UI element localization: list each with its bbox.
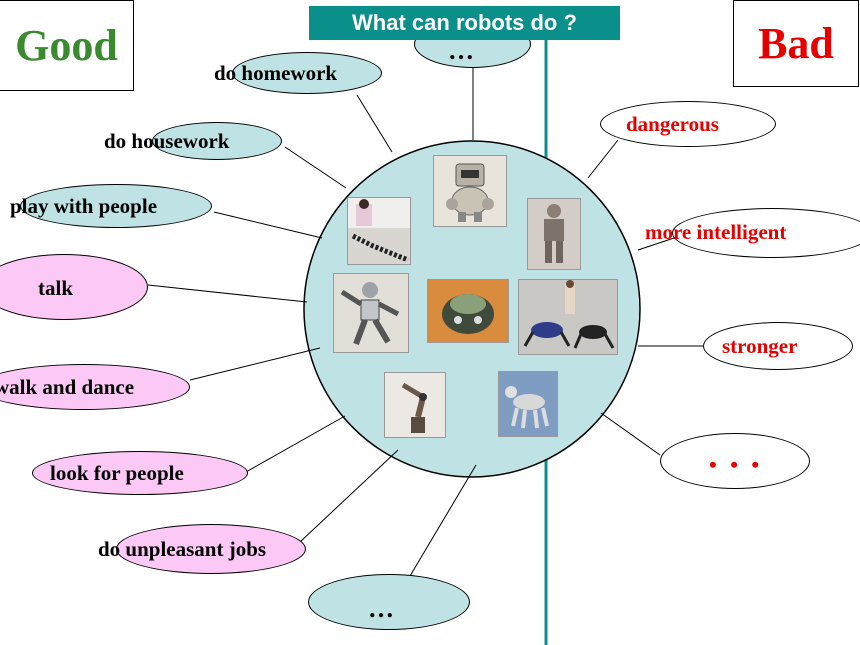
bad-item-more-intelligent: more intelligent	[645, 220, 787, 244]
good-panel-title: Good	[0, 0, 134, 91]
robot-arm-photo	[384, 372, 446, 438]
connector	[147, 284, 308, 303]
connector	[213, 211, 323, 239]
good-oval	[152, 122, 282, 160]
connector	[637, 235, 681, 251]
robot-monitor-photo	[433, 155, 507, 227]
bad-oval	[703, 322, 853, 370]
good-oval	[20, 184, 212, 228]
bad-oval	[672, 208, 860, 258]
top-ellipsis-text: …	[448, 36, 478, 65]
bottom-ellipsis-oval	[308, 574, 470, 630]
bad-oval	[600, 101, 776, 147]
dominoes-photo	[347, 197, 411, 265]
connector	[356, 94, 393, 153]
connector	[409, 464, 477, 577]
bad-panel-title: Bad	[733, 0, 859, 87]
good-item-walk-dance: walk and dance	[0, 375, 135, 399]
bad-item-dangerous: dangerous	[626, 112, 719, 136]
bad-ellipsis-text: • • •	[709, 452, 764, 477]
robot-dog-photo	[498, 371, 558, 437]
humanoid-standing-photo	[527, 198, 581, 270]
good-item-talk: talk	[38, 276, 74, 300]
good-oval	[0, 364, 190, 410]
good-oval	[0, 254, 148, 320]
good-item-play: play with people	[10, 194, 158, 218]
bad-item-stronger: stronger	[722, 334, 798, 358]
connector	[587, 139, 619, 179]
good-oval	[32, 451, 248, 495]
connector	[600, 412, 661, 456]
connector	[284, 146, 347, 189]
bottom-ellipsis-text: …	[368, 594, 398, 623]
connector	[299, 449, 399, 543]
question-banner: What can robots do ?	[309, 6, 620, 40]
bad-oval	[660, 433, 810, 489]
good-item-homework: do homework	[214, 61, 338, 85]
good-oval	[232, 52, 382, 94]
spider-robots-photo	[518, 279, 618, 355]
connector	[245, 415, 346, 473]
good-item-housework: do housework	[104, 129, 230, 153]
connector	[189, 347, 321, 381]
good-oval	[116, 524, 306, 574]
good-item-unpleasant-jobs: do unpleasant jobs	[98, 537, 267, 561]
beetle-robot-photo	[427, 279, 509, 343]
humanoid-dancing-photo	[333, 273, 409, 353]
good-item-look-for-people: look for people	[50, 461, 184, 485]
